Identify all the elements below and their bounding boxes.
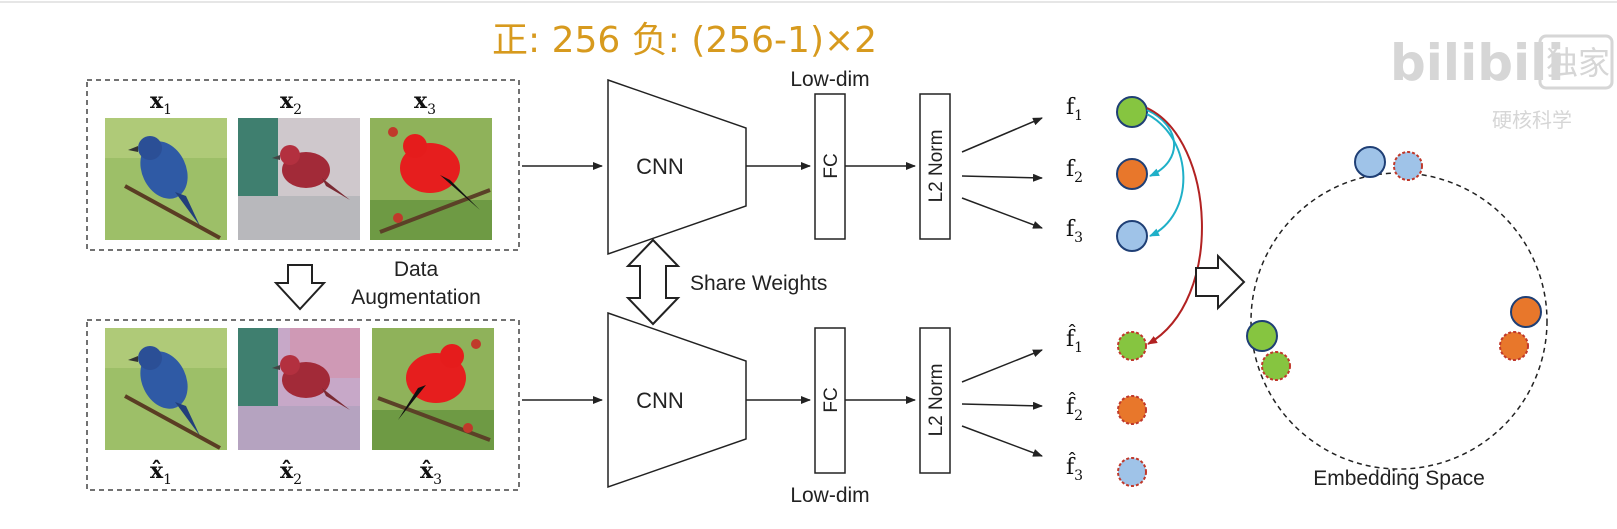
- embedding-f2hat-dot: [1499, 331, 1529, 361]
- watermark: bilibili 独家 硬核科学: [1390, 34, 1614, 132]
- embedding-f3hat-dot: [1393, 151, 1423, 181]
- fc-label-bottom: FC: [821, 387, 842, 412]
- augmentation-label-line1: Data: [394, 258, 439, 281]
- embedding-f1-dot: [1246, 320, 1278, 352]
- watermark-tag: 独家: [1546, 44, 1610, 82]
- watermark-sub: 硬核科学: [1492, 108, 1572, 132]
- norm-label-bottom: L2 Norm: [926, 364, 947, 437]
- top-label-x2: x2: [280, 88, 302, 118]
- arrow-norm-to-f1hat: [961, 349, 1043, 383]
- embedding-f3-dot: [1354, 146, 1386, 178]
- feature-label-f2: f2: [1066, 157, 1083, 186]
- norm-block-bottom: [919, 327, 951, 474]
- feature-f2hat-dot: [1117, 395, 1147, 425]
- share-weights-arrow-icon: [625, 238, 681, 326]
- arrow-norm-to-f3hat: [961, 425, 1043, 457]
- bottom-image-2: [238, 328, 360, 450]
- negative-pair-arrow-f3: [1146, 113, 1185, 237]
- feature-f1hat-dot: [1117, 331, 1147, 361]
- top-label-x1: x1: [150, 88, 172, 118]
- feature-label-f3hat: f̂3: [1066, 453, 1083, 484]
- bottom-input-box: [86, 319, 520, 491]
- feature-f3hat-dot: [1117, 457, 1147, 487]
- low-dim-label-top: Low-dim: [790, 68, 869, 91]
- bottom-image-1: [105, 328, 227, 450]
- feature-label-f1: f1: [1066, 95, 1083, 124]
- feature-label-f2hat: f̂2: [1066, 393, 1083, 424]
- feature-label-f3: f3: [1066, 217, 1083, 246]
- top-label-x3: x3: [414, 88, 436, 118]
- bottom-label-x2: x̂2: [280, 458, 302, 488]
- fc-label-top: FC: [821, 153, 842, 178]
- embedding-f2-dot: [1510, 296, 1542, 328]
- top-image-3: [370, 118, 492, 240]
- bottom-image-3: [372, 328, 494, 450]
- norm-label-top: L2 Norm: [926, 130, 947, 203]
- negative-pair-arrow-f2: [1146, 109, 1176, 177]
- arrow-norm-to-f2hat: [961, 401, 1043, 410]
- watermark-site: bilibili: [1390, 34, 1564, 92]
- feature-f1-dot: [1116, 96, 1148, 128]
- feature-f2-dot: [1116, 158, 1148, 190]
- augmentation-label-line2: Augmentation: [351, 286, 481, 309]
- cnn-label-bottom: CNN: [636, 388, 684, 413]
- low-dim-label-bottom: Low-dim: [790, 484, 869, 507]
- arrow-norm-to-f2: [961, 173, 1043, 182]
- positive-pair-arrow-f1hat: [1146, 107, 1203, 345]
- feature-label-f1hat: f̂1: [1066, 325, 1083, 356]
- fc-block-top: [814, 93, 846, 240]
- handwritten-note: 正: 256 负: (256-1)×2: [492, 20, 877, 61]
- arrow-norm-to-f3: [961, 197, 1043, 229]
- cnn-block-top: [607, 78, 747, 256]
- share-weights-label: Share Weights: [690, 272, 827, 295]
- top-input-box: [86, 79, 520, 251]
- bottom-label-x3: x̂3: [420, 458, 442, 488]
- embedding-circle: [1250, 172, 1548, 470]
- embedding-space-label: Embedding Space: [1313, 467, 1485, 490]
- cnn-block-bottom: [607, 311, 747, 489]
- down-arrow-icon: [273, 264, 327, 311]
- norm-block-top: [919, 93, 951, 240]
- right-arrow-icon: [1195, 253, 1246, 311]
- top-image-1: [105, 118, 227, 240]
- top-image-2: [238, 118, 360, 240]
- feature-f3-dot: [1116, 220, 1148, 252]
- fc-block-bottom: [814, 327, 846, 474]
- arrow-norm-to-f1: [961, 117, 1043, 153]
- cnn-label-top: CNN: [636, 154, 684, 179]
- embedding-f1hat-dot: [1261, 351, 1291, 381]
- bottom-label-x1: x̂1: [150, 458, 172, 488]
- watermark-tag-box: [1538, 34, 1614, 90]
